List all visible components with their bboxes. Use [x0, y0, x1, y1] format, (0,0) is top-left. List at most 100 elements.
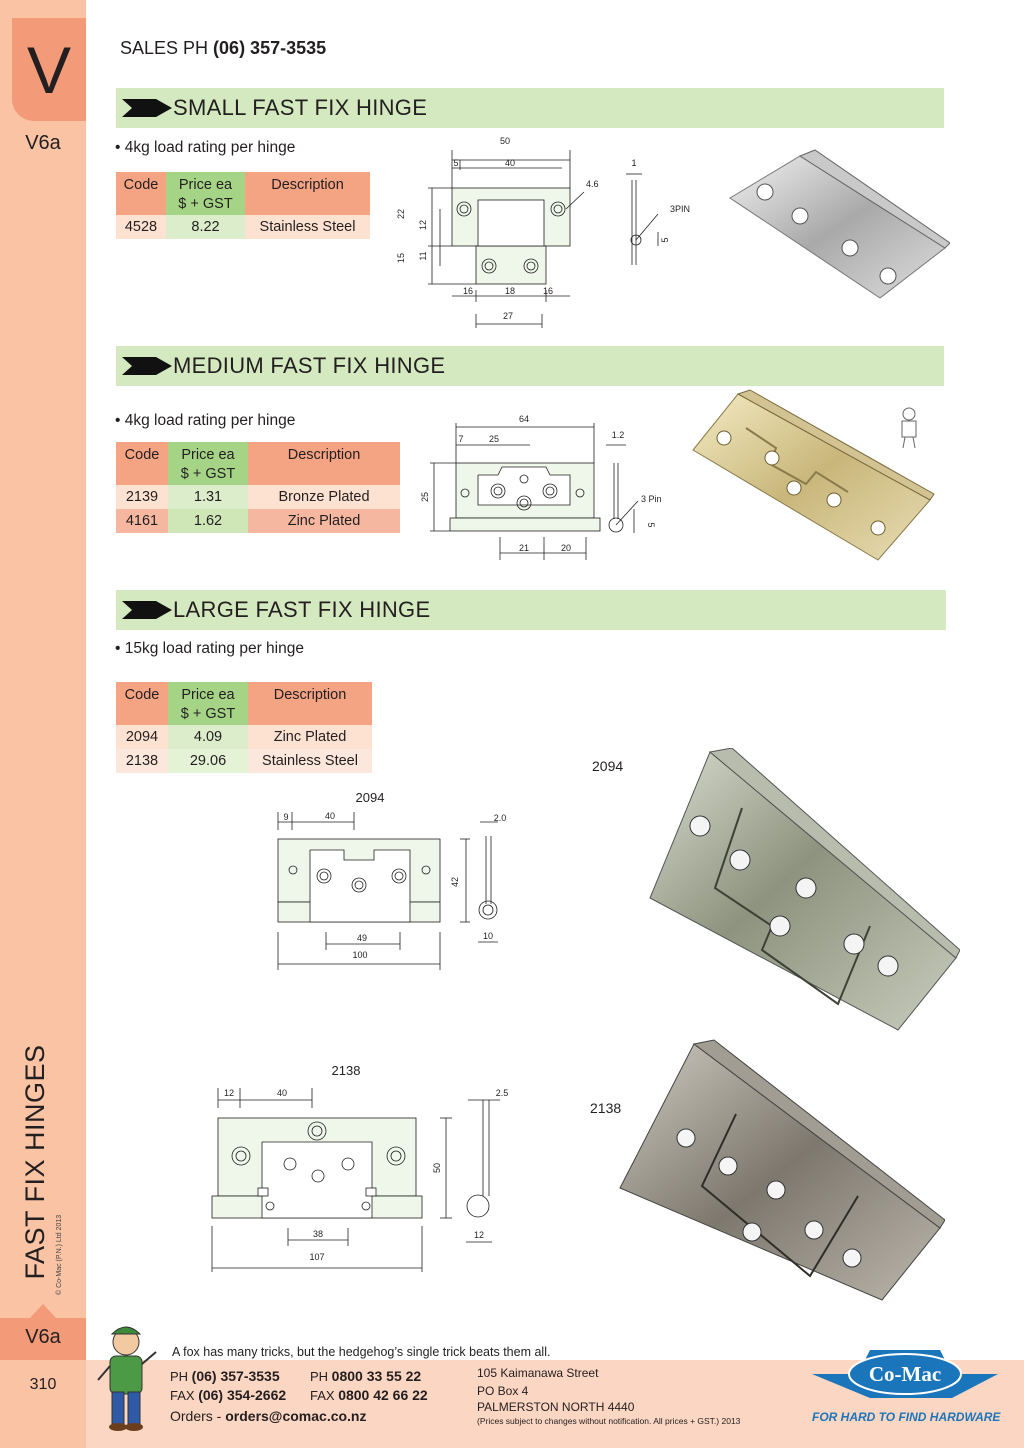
svg-text:107: 107: [309, 1252, 324, 1262]
svg-text:11: 11: [418, 251, 428, 260]
col-code: Code: [116, 682, 168, 725]
svg-text:5: 5: [660, 237, 670, 242]
address-line: PALMERSTON NORTH 4440: [477, 1400, 635, 1414]
arrow-icon: [122, 99, 172, 117]
svg-text:12: 12: [418, 220, 428, 230]
photo-label-2094: 2094: [592, 758, 624, 774]
svg-text:40: 40: [325, 811, 335, 821]
arrow-icon: [122, 601, 172, 619]
section-tab: [12, 18, 86, 121]
section-letter: V: [26, 33, 72, 107]
svg-text:15: 15: [396, 253, 406, 263]
svg-text:12: 12: [474, 1230, 484, 1240]
section-header-large: LARGE FAST FIX HINGE: [116, 590, 946, 630]
svg-text:18: 18: [505, 286, 515, 296]
svg-text:5: 5: [453, 158, 458, 168]
svg-text:10: 10: [483, 931, 493, 941]
col-price: Price ea$ + GST: [168, 442, 248, 485]
drawing-2094: 2094 9 40 2.0 42 49 100 10: [277, 790, 507, 970]
freephone-line: PH 0800 33 55 22: [310, 1368, 422, 1384]
section-title: SMALL FAST FIX HINGE: [173, 95, 428, 120]
svg-text:16: 16: [543, 286, 553, 296]
svg-text:9: 9: [283, 812, 288, 822]
svg-text:1.2: 1.2: [612, 430, 625, 440]
freefax-line: FAX 0800 42 66 22: [310, 1387, 428, 1403]
medium-hinge-drawing: 64 7 25 1.2 25 3 Pin 5 21 20: [420, 414, 662, 560]
svg-text:2.0: 2.0: [494, 813, 507, 823]
arrow-icon: [122, 357, 172, 375]
svg-text:25: 25: [420, 492, 430, 502]
svg-text:Co-Mac: Co-Mac: [869, 1362, 941, 1386]
orders-line: Orders - orders@comac.co.nz: [170, 1408, 367, 1424]
col-code: Code: [116, 442, 168, 485]
orders-email[interactable]: orders@comac.co.nz: [225, 1408, 367, 1424]
svg-text:49: 49: [357, 933, 367, 943]
svg-text:25: 25: [489, 434, 499, 444]
small-hinge-drawing: 50 5 40 1 4.6 3PIN 22 12 15 11 5 16 18 1…: [396, 136, 690, 328]
col-description: Description: [245, 172, 370, 215]
svg-text:40: 40: [505, 158, 515, 168]
tagline: A fox has many tricks, but the hedgehog’…: [172, 1345, 551, 1359]
freefax: 0800 42 66 22: [338, 1387, 428, 1403]
tab-notch: [30, 1304, 56, 1318]
sidebar: [0, 0, 86, 1448]
svg-text:40: 40: [277, 1088, 287, 1098]
svg-text:3 Pin: 3 Pin: [641, 494, 662, 504]
fax-line: FAX (06) 354-2662: [170, 1387, 287, 1403]
svg-text:4.6: 4.6: [586, 179, 599, 189]
section-title: LARGE FAST FIX HINGE: [173, 597, 431, 622]
svg-text:1: 1: [631, 158, 636, 168]
col-description: Description: [248, 682, 372, 725]
comac-logo: Co-Mac: [812, 1350, 998, 1398]
svg-text:100: 100: [352, 950, 367, 960]
load-rating: • 4kg load rating per hinge: [115, 139, 296, 156]
svg-text:64: 64: [519, 414, 529, 424]
hinge-photo-2138: [619, 1039, 945, 1301]
load-rating: • 4kg load rating per hinge: [115, 412, 296, 429]
vertical-section-title: FAST FIX HINGES: [20, 1044, 50, 1280]
svg-text:3PIN: 3PIN: [670, 204, 690, 214]
freephone: 0800 33 55 22: [331, 1368, 422, 1384]
section-title: MEDIUM FAST FIX HINGE: [173, 353, 446, 378]
col-price: Price ea$ + GST: [168, 682, 248, 725]
medium-hinge-photo: [692, 389, 935, 561]
col-code: Code: [116, 172, 166, 215]
svg-text:22: 22: [396, 209, 406, 219]
section-header-small: SMALL FAST FIX HINGE: [116, 88, 944, 128]
svg-text:38: 38: [313, 1229, 323, 1239]
svg-text:2094: 2094: [356, 790, 385, 805]
hinge-photo-2094: [649, 748, 960, 1031]
small-hinge-photo: [729, 149, 950, 299]
svg-text:2138: 2138: [332, 1063, 361, 1078]
address-line: PO Box 4: [477, 1384, 529, 1398]
svg-text:21: 21: [519, 543, 529, 553]
logo-slogan: FOR HARD TO FIND HARDWARE: [812, 1410, 1001, 1424]
page-number: 310: [29, 1376, 57, 1393]
sales-phone: (06) 357-3535: [213, 38, 327, 58]
phone-line: PH (06) 357-3535: [170, 1368, 280, 1384]
sales-phone-line: SALES PH (06) 357-3535: [120, 38, 326, 59]
price-notice: (Prices subject to changes without notif…: [477, 1416, 741, 1426]
section-tab-bottom: [0, 1318, 86, 1360]
mascot-small-icon: [901, 407, 917, 449]
photo-label-2138: 2138: [590, 1100, 622, 1116]
sales-label: SALES PH: [120, 38, 214, 58]
section-code-top: V6a: [25, 132, 61, 154]
col-description: Description: [248, 442, 400, 485]
address-line: 105 Kaimanawa Street: [477, 1366, 599, 1380]
svg-text:5: 5: [646, 522, 656, 527]
svg-text:16: 16: [463, 286, 473, 296]
section-code-bottom: V6a: [25, 1326, 61, 1348]
svg-text:50: 50: [432, 1163, 442, 1173]
svg-text:12: 12: [224, 1088, 234, 1098]
copyright-note: © Co-Mac (P.N.) Ltd 2013: [56, 1214, 63, 1295]
svg-text:2.5: 2.5: [496, 1088, 509, 1098]
drawing-2138: 2138 12 40 2.5 50 38 107 12: [211, 1063, 509, 1272]
fax: (06) 354-2662: [198, 1387, 287, 1403]
svg-text:50: 50: [500, 136, 510, 146]
